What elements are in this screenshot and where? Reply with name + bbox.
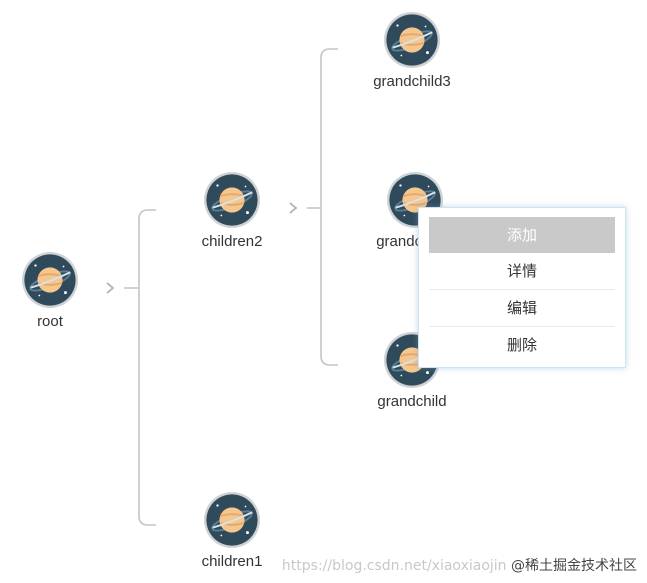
planet-icon — [21, 251, 79, 309]
menu-item-edit[interactable]: 编辑 — [429, 290, 615, 327]
tree-node-children1[interactable]: children1 — [172, 491, 292, 571]
context-menu: 添加 详情 编辑 删除 — [418, 207, 626, 368]
node-label-root: root — [37, 313, 63, 330]
collapse-chevron-children2[interactable] — [287, 201, 299, 215]
node-label-children1: children1 — [201, 553, 263, 570]
watermark: https://blog.csdn.net/xiaoxiaojin @稀土掘金技… — [282, 555, 637, 575]
watermark-site: @稀土掘金技术社区 — [511, 558, 637, 574]
planet-icon — [203, 171, 261, 229]
collapse-chevron-root[interactable] — [104, 281, 116, 295]
connector-root-children — [124, 209, 156, 526]
connector-children2-grandchildren — [307, 48, 338, 366]
menu-item-add[interactable]: 添加 — [429, 217, 615, 253]
tree-node-root[interactable]: root — [0, 251, 110, 331]
node-label-grandchild: grandchild — [377, 393, 447, 410]
node-label-grandchild3: grandchild3 — [373, 73, 451, 90]
planet-icon — [203, 491, 261, 549]
watermark-url: https://blog.csdn.net/xiaoxiaojin — [281, 558, 507, 574]
tree-node-grandchild3[interactable]: grandchild3 — [352, 11, 472, 91]
menu-item-delete[interactable]: 删除 — [506, 336, 537, 354]
node-label-children2: children2 — [201, 233, 263, 250]
planet-icon — [383, 11, 441, 69]
menu-item-details[interactable]: 详情 — [429, 253, 615, 290]
tree-node-children2[interactable]: children2 — [172, 171, 292, 251]
